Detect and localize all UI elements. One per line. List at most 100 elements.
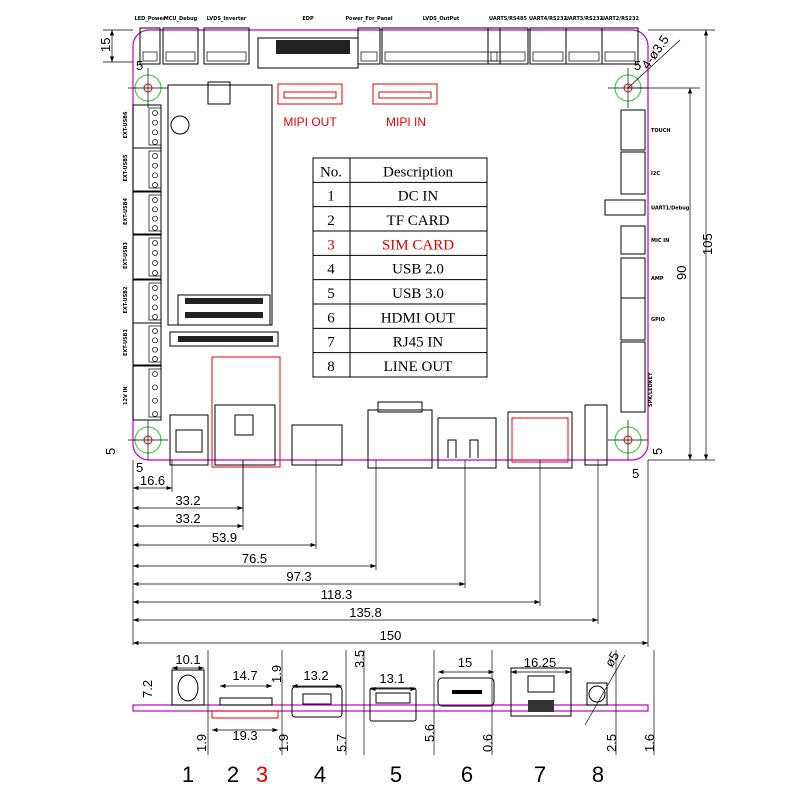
top-connector: Power_For_Panel [345, 16, 393, 65]
mounting-hole [128, 420, 168, 460]
left-connector-label: EXT-USB1 [123, 329, 129, 356]
left-connector-label: EXT-USB3 [123, 242, 129, 269]
top-connector-label: LVDS_OutPut [423, 16, 460, 22]
top-connector: LVDS_Inverter [203, 16, 250, 65]
table-cell-no: 5 [327, 286, 335, 302]
top-connector: UART5/RS485 [487, 16, 529, 65]
component-number: 6 [461, 762, 473, 787]
table-cell-no: 6 [327, 310, 335, 326]
front-dimension-usb3-h: 5.6 [422, 724, 437, 742]
top-connector-label: UART4/RS232 [529, 16, 568, 22]
mounting-hole [128, 68, 168, 108]
right-connector-label: AMP [651, 276, 664, 282]
module-slot [167, 81, 279, 347]
horizontal-dimension: 16.6 [133, 460, 173, 492]
right-connector-label: UART1/Debug [651, 206, 690, 212]
table-cell-description: USB 2.0 [392, 262, 444, 278]
mipi-out-connector: MIPI OUT [277, 83, 343, 129]
dim-5-right: 5 [634, 58, 641, 73]
front-dimension-hdmi-w: 15 [458, 655, 472, 670]
top-connector-label: UART3/RS232 [565, 16, 604, 22]
table-cell-no: 1 [327, 189, 335, 205]
right-connector: TOUCH [620, 109, 671, 151]
dim-15: 15 [98, 38, 113, 52]
mipi-in-label: MIPI IN [386, 115, 426, 129]
right-connector-label: I2C [651, 171, 660, 177]
top-connector-label: LED_Power [135, 16, 166, 22]
front-dimension-pcb-t: 1.6 [642, 734, 657, 752]
left-connector: EXT-USB5 [123, 147, 162, 192]
table-cell-description: TF CARD [387, 213, 450, 229]
left-connector-label: EXT-USB5 [123, 154, 129, 181]
dimension-label: 53.9 [212, 530, 237, 545]
top-connector-label: EDP [302, 16, 314, 22]
front-dimension-dc-h: 7.2 [140, 680, 155, 698]
horizontal-dimension: 135.8 [133, 460, 599, 624]
top-connector: UART4/RS232 [529, 16, 568, 65]
left-connector: EXT-USB4 [123, 191, 162, 235]
front-dimension-usb2-h: 5.7 [334, 734, 349, 752]
horizontal-dimension: 150 [133, 460, 649, 647]
top-connector: MCU_Debug [162, 16, 199, 65]
dimension-label: 135.8 [349, 605, 382, 620]
dim-5-bl: 5 [103, 448, 118, 455]
front-dimension-tf-w: 14.7 [232, 668, 257, 683]
right-connector-label: TOUCH [651, 128, 671, 134]
right-connector: I2C [620, 151, 660, 195]
top-connector-label: UART2/RS232 [601, 16, 640, 22]
left-connector: 12V IN [123, 365, 162, 421]
front-dimension-audio-d: ø5 [602, 649, 623, 670]
top-connector: LED_Power [135, 16, 166, 65]
dimension-label: 150 [380, 628, 402, 643]
horizontal-dimension: 97.3 [133, 460, 466, 588]
top-connector-label: MCU_Debug [164, 16, 198, 22]
left-connector: EXT-USB6 [123, 104, 162, 149]
dimension-label: 16.6 [140, 473, 165, 488]
right-connector: UART1/Debug [604, 199, 690, 216]
component-number: 2 [227, 762, 239, 787]
component-number: 7 [534, 762, 546, 787]
dim-5-left: 5 [136, 58, 143, 73]
mipi-out-label: MIPI OUT [283, 115, 337, 129]
right-connector-label: SPK/LEDKEY [648, 372, 654, 407]
left-connectors: EXT-USB6EXT-USB5EXT-USB4EXT-USB3EXT-USB2… [123, 104, 162, 421]
table-cell-no: 7 [327, 335, 335, 351]
left-connector-label: EXT-USB2 [123, 286, 129, 313]
front-dimension-usb2-w: 13.2 [303, 668, 328, 683]
left-connector: EXT-USB3 [123, 234, 162, 280]
front-dimension-tf-h: 1.9 [269, 665, 284, 683]
dimension-label: 33.2 [175, 511, 200, 526]
right-connector-label: MIC IN [651, 238, 669, 244]
front-dimension-usb3-top: 3.5 [352, 650, 367, 668]
top-connector-label: LVDS_Inverter [207, 16, 247, 22]
front-dimension-dc-w: 10.1 [175, 652, 200, 667]
mounting-hole [608, 420, 648, 460]
dimension-label: 33.2 [175, 493, 200, 508]
table-cell-no: 3 [327, 237, 335, 253]
front-dimension-usb3-w: 13.1 [379, 671, 404, 686]
component-number: 4 [314, 762, 326, 787]
horizontal-dimension: 53.9 [133, 460, 317, 549]
left-connector: EXT-USB2 [123, 279, 162, 324]
table-cell-no: 4 [327, 262, 335, 278]
top-connector-label: UART5/RS485 [489, 16, 528, 22]
table-header-description: Description [383, 164, 453, 180]
dim-5-bl2: 5 [136, 460, 143, 475]
mipi-in-connector: MIPI IN [372, 83, 438, 129]
top-connector: LVDS_OutPut [381, 16, 501, 65]
right-connector: GPIO [620, 297, 665, 341]
dimension-label: 76.5 [242, 551, 267, 566]
